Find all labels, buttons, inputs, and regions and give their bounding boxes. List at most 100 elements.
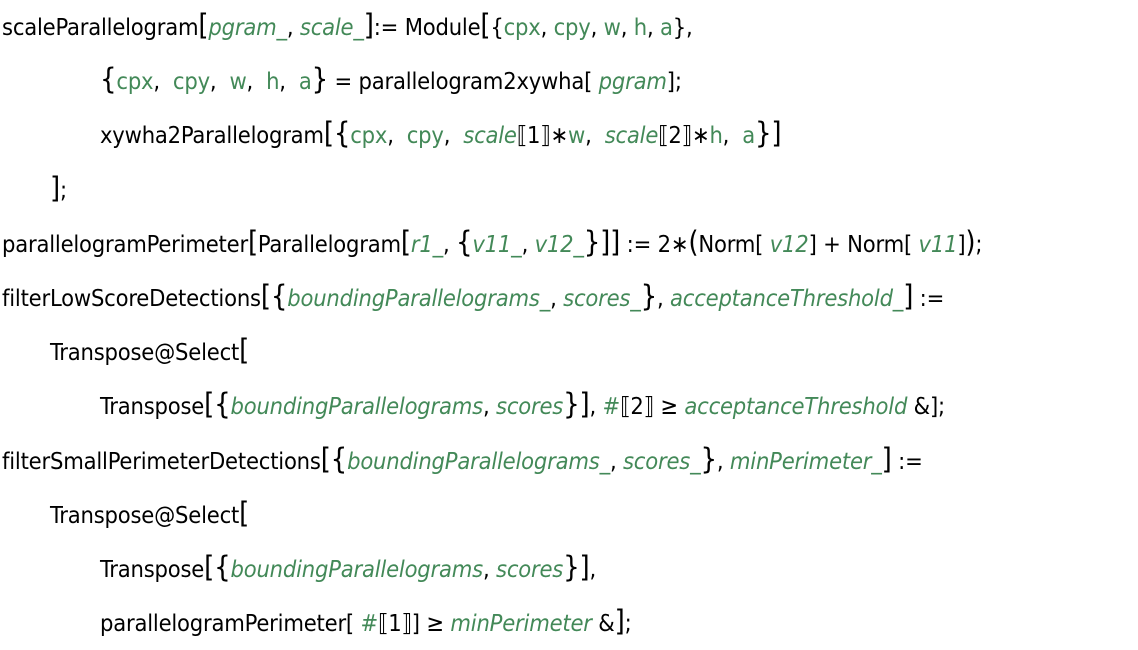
code-token: ⟦2⟧∗	[658, 121, 710, 150]
code-line: filterLowScoreDetections[{boundingParall…	[2, 281, 944, 313]
bracket: }]	[754, 116, 782, 151]
code-token: ,	[609, 446, 623, 475]
code-token: scaleParallelogram	[2, 13, 199, 41]
code-token: parallelogramPerimeter[	[100, 609, 361, 638]
code-token: ,	[521, 229, 535, 258]
code-token: ,	[540, 13, 554, 41]
bracket: }]	[563, 550, 590, 584]
code-line: scaleParallelogram[pgram_, scale_]:= Mod…	[2, 10, 693, 42]
code-token: ⟦1⟧∗	[516, 121, 569, 150]
code-token: },	[672, 13, 693, 41]
pattern-symbol: scores_	[563, 284, 641, 312]
bracket: ]	[903, 279, 914, 313]
code-token: ,	[387, 121, 407, 150]
bracket: [{	[204, 387, 231, 422]
local-symbol: cpx	[116, 67, 154, 96]
code-token: Parallelogram	[257, 229, 401, 258]
bracket: )	[965, 224, 976, 259]
bracket: (	[688, 224, 699, 259]
pattern-symbol: r1_	[410, 229, 443, 258]
bracket: }]	[563, 387, 590, 422]
code-token: ,	[482, 555, 497, 583]
local-symbol: a	[742, 121, 755, 150]
code-line: ];	[50, 173, 67, 205]
code-token: ]	[957, 229, 966, 258]
pattern-symbol: pgram	[598, 67, 667, 96]
code-token: := 2∗	[620, 229, 689, 258]
code-token: ,	[657, 284, 671, 312]
code-token: {	[490, 13, 504, 41]
code-token: ,	[589, 392, 603, 421]
bracket: [	[239, 495, 250, 530]
code-token: = parallelogram2xywha[	[328, 67, 599, 96]
code-token: xywha2Parallelogram	[100, 121, 324, 150]
code-token: ,	[550, 284, 564, 312]
pattern-symbol: acceptanceThreshold_	[670, 284, 904, 312]
code-token: ,	[442, 229, 456, 258]
bracket: }	[640, 279, 658, 313]
pattern-symbol: scale	[604, 121, 659, 150]
bracket: [	[198, 8, 209, 42]
bracket: }]]	[583, 224, 621, 259]
bracket: [	[400, 224, 411, 259]
code-line: Transpose@Select[	[50, 335, 249, 367]
code-token: filterSmallPerimeterDetections	[2, 446, 321, 475]
code-token: ,	[589, 555, 597, 583]
code-token: ,	[585, 121, 605, 150]
bracket: {	[455, 224, 473, 259]
code-token: Transpose	[100, 555, 205, 583]
code-line: xywha2Parallelogram[{cpx, cpy, scale⟦1⟧∗…	[100, 116, 782, 151]
bracket: [	[480, 8, 491, 42]
code-token: ,	[279, 67, 299, 96]
code-token: Transpose@Select	[50, 500, 240, 529]
local-symbol: w	[229, 67, 247, 96]
code-line: parallelogramPerimeter[ #⟦1⟧] ≥ minPerim…	[100, 606, 632, 638]
code-token: &	[591, 609, 615, 638]
code-token: ,	[590, 13, 604, 41]
bracket: [{	[260, 279, 288, 313]
local-symbol: w	[603, 13, 621, 41]
bracket: ]	[614, 604, 625, 639]
local-symbol: cpy	[553, 13, 591, 41]
code-token: ,	[722, 121, 743, 150]
local-symbol: a	[659, 13, 673, 41]
code-token: ,	[620, 13, 634, 41]
bracket: ]	[363, 8, 374, 42]
pattern-symbol: v12	[769, 229, 809, 258]
code-token: ,	[153, 67, 173, 96]
local-symbol: h	[709, 121, 723, 150]
code-token: ,	[646, 13, 660, 41]
code-token: :=	[891, 446, 923, 475]
pattern-symbol: scale_	[299, 13, 364, 41]
pattern-symbol: boundingParallelograms_	[287, 284, 551, 312]
pattern-symbol: v11	[918, 229, 958, 258]
pattern-symbol: boundingParallelograms	[230, 392, 484, 421]
pattern-symbol: boundingParallelograms	[230, 555, 484, 583]
bracket: }	[700, 441, 717, 476]
pattern-symbol: minPerimeter_	[729, 446, 882, 475]
local-symbol: cpy	[172, 67, 210, 96]
code-token: parallelogramPerimeter	[2, 229, 248, 258]
pattern-symbol: boundingParallelograms_	[347, 446, 610, 475]
pattern-symbol: pgram_	[208, 13, 287, 41]
local-symbol: h	[266, 67, 280, 96]
code-line: filterSmallPerimeterDetections[{bounding…	[2, 444, 923, 476]
code-line: Transpose[{boundingParallelograms, score…	[100, 552, 596, 584]
code-token: ,	[443, 121, 464, 150]
local-symbol: #	[360, 609, 379, 638]
pattern-symbol: minPerimeter	[450, 609, 592, 638]
bracket: {	[100, 62, 117, 97]
bracket: [	[239, 333, 250, 368]
pattern-symbol: scores_	[622, 446, 701, 475]
bracket: }	[311, 62, 329, 97]
code-token: ;	[624, 609, 632, 638]
local-symbol: a	[298, 67, 312, 96]
code-token: ];	[666, 67, 682, 96]
local-symbol: h	[633, 13, 647, 41]
local-symbol: cpx	[350, 121, 388, 150]
code-token: ⟦2⟧ ≥	[620, 392, 685, 421]
bracket: [	[247, 224, 258, 259]
pattern-symbol: v12_	[534, 229, 584, 258]
local-symbol: cpy	[406, 121, 444, 150]
code-token: := Module	[373, 13, 481, 41]
